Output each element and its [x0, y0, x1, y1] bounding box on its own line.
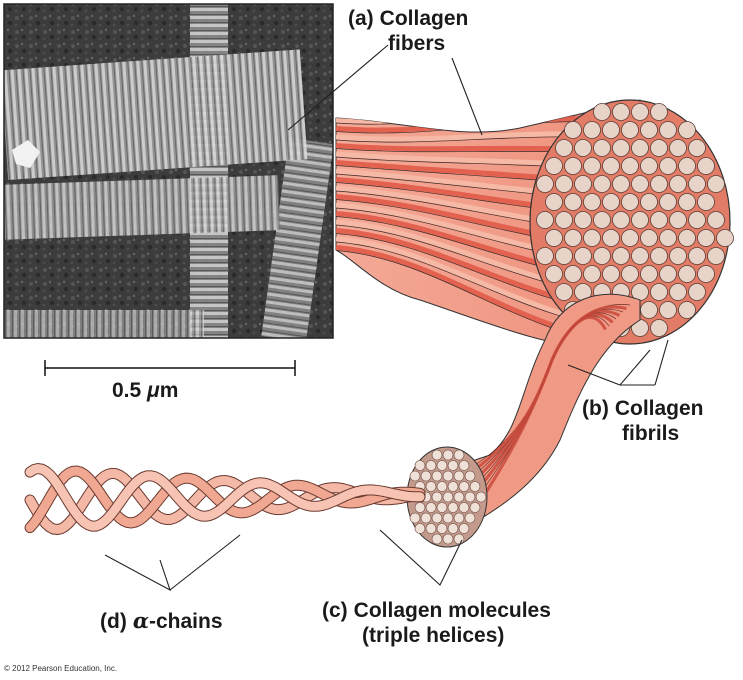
- label-c-key: (c): [322, 599, 348, 622]
- label-b-key: (b): [582, 397, 609, 420]
- label-c-line2: (triple helices): [362, 624, 505, 647]
- label-d-key: (d): [100, 610, 127, 633]
- label-a-line1: Collagen: [379, 7, 469, 30]
- leader-lines: [104, 44, 669, 592]
- scale-bar-unit-prefix: μ: [147, 379, 160, 402]
- label-b: (b)Collagen fibrils: [582, 396, 704, 446]
- scale-bar-label: 0.5 μm: [112, 378, 178, 403]
- fiber-cross-section: [529, 99, 734, 345]
- scale-bar: [44, 360, 296, 376]
- fibril-cross-section: [406, 446, 488, 548]
- label-a-line2: fibers: [388, 32, 446, 55]
- label-d-greek: α: [132, 608, 149, 633]
- alpha-chain-triple-helix: [24, 463, 426, 536]
- label-d-rest: -chains: [149, 610, 223, 633]
- scale-bar-value: 0.5: [112, 379, 142, 402]
- label-b-line2: fibrils: [622, 422, 680, 445]
- label-a: (a)Collagen fibers: [348, 6, 468, 56]
- scale-bar-unit-suffix: m: [159, 379, 179, 402]
- electron-micrograph: [4, 4, 333, 338]
- label-b-line1: Collagen: [614, 397, 704, 420]
- copyright-notice: © 2012 Pearson Education, Inc.: [4, 664, 118, 673]
- label-c: (c)Collagen molecules (triple helices): [322, 598, 551, 648]
- label-d: (d)α-chains: [100, 608, 223, 634]
- label-c-line1: Collagen molecules: [353, 599, 551, 622]
- collagen-fibril: [444, 293, 641, 526]
- label-a-key: (a): [348, 7, 374, 30]
